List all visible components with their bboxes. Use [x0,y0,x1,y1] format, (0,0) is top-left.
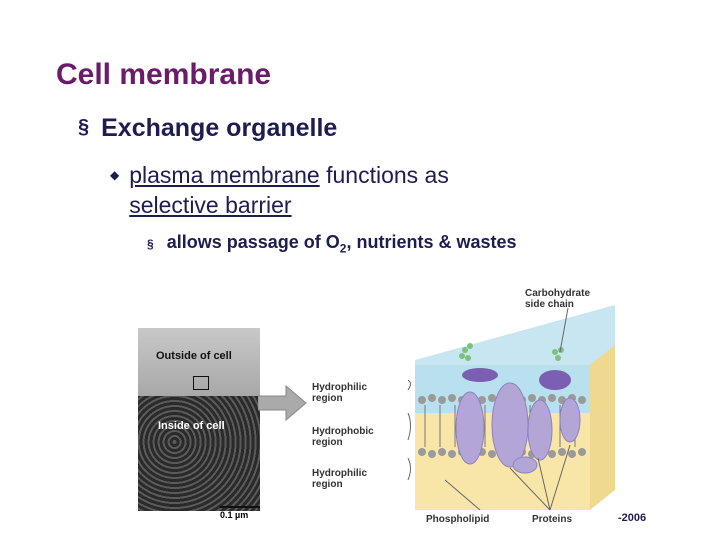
inside-region [138,396,260,511]
bullet-marker: § [147,237,154,251]
outside-region [138,328,260,396]
bullet-marker: § [78,116,90,138]
hydrophilic-bottom-label: Hydrophilic region [312,468,367,490]
micrograph-image: Outside of cell Inside of cell [138,328,260,511]
inside-label: Inside of cell [158,420,225,432]
proteins-label: Proteins [532,514,573,525]
term-plasma-membrane: plasma membrane [129,162,320,188]
bullet-level2: ◆ plasma membrane functions as selective… [110,160,590,220]
phospholipid-label: Phospholipid [426,514,490,525]
label-line: Carbohydrate [525,288,591,299]
scale-label: 0.1 µm [220,510,249,520]
bullet-text: Exchange organelle [101,114,338,142]
bullet-level1: § Exchange organelle [78,114,337,143]
subscript: 2 [339,241,347,256]
carbohydrate-label: Carbohydrate side chain [525,288,590,310]
membrane-diagram: Carbohydrate side chain Hydrophilic regi… [270,280,620,530]
slide-title: Cell membrane [56,58,272,91]
label-line: region [312,437,343,448]
label-line: region [312,479,343,490]
bullet-text-pre: allows passage of O [166,232,340,252]
label-line: side chain [525,299,574,310]
arrow-right-icon [258,384,307,422]
bullet-text: plasma membrane functions as selective b… [129,160,449,220]
diamond-bullet-icon: ◆ [110,168,120,182]
bullet-level3: § allows passage of O2, nutrients & wast… [147,232,517,256]
membrane-illustration [407,305,615,511]
zoom-box [193,376,209,390]
scale-bar [220,506,260,508]
hydrophobic-label: Hydrophobic region [312,426,374,448]
hydrophilic-top-label: Hydrophilic region [312,382,367,404]
outside-label: Outside of cell [156,350,232,362]
label-line: Hydrophobic [312,426,374,437]
term-selective-barrier: selective barrier [129,192,292,218]
label-line: region [312,393,343,404]
label-line: Hydrophilic [312,468,368,479]
bullet-text-post: , nutrients & wastes [346,232,517,252]
bullet-text-rest: functions as [319,162,449,188]
footer-text: -2006 [618,512,647,524]
label-line: Hydrophilic [312,382,368,393]
